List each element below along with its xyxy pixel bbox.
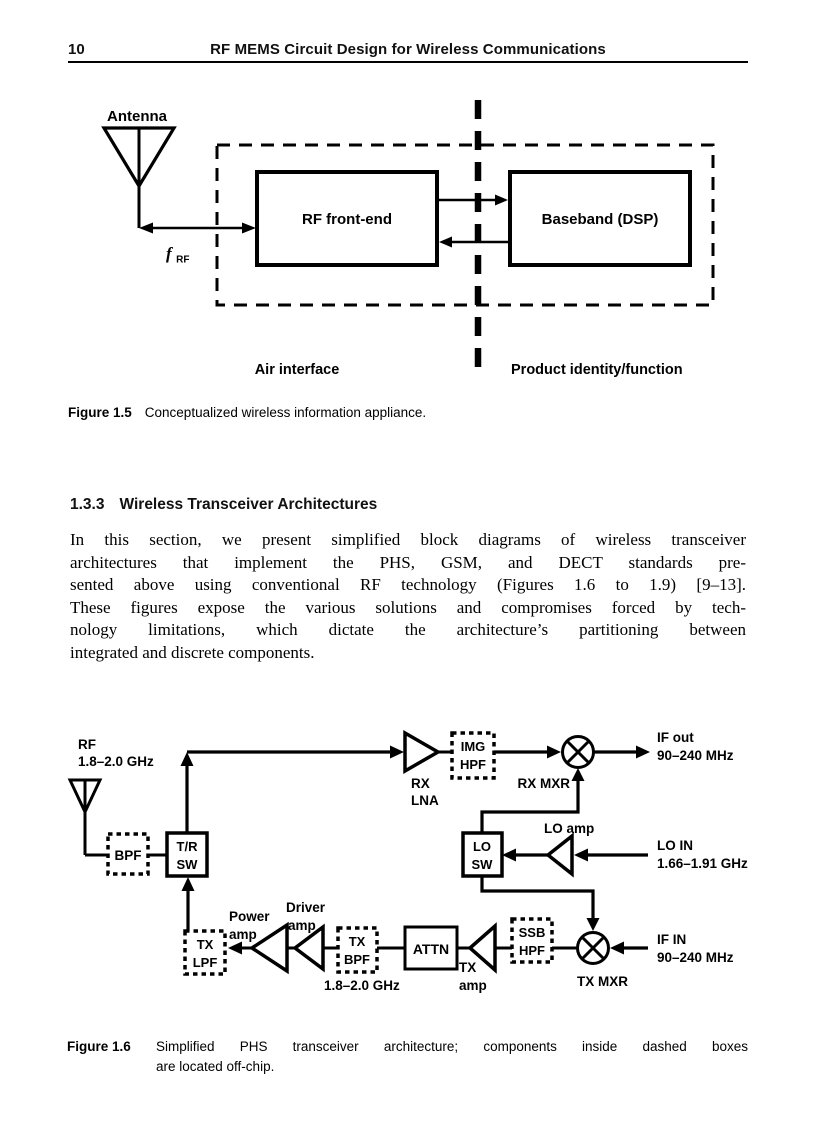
if-out-freq: 90–240 MHz (657, 748, 734, 763)
antenna-icon: Antenna (101, 108, 177, 228)
lo-switch-block: LO SW (461, 831, 504, 878)
appliance-dashed-box (215, 143, 715, 307)
ssb-hpf-label-2: HPF (519, 943, 545, 958)
loamp-losw-arrow (502, 848, 548, 862)
antenna-rf-arrow (139, 222, 256, 234)
driver-amplifier: Driver amp (286, 900, 326, 973)
section-number: 1.3.3 (70, 496, 105, 513)
caption-line: Simplified PHS transceiver architecture;… (156, 1039, 748, 1054)
attn-block: ATTN (403, 925, 459, 971)
lo-in-label: LO IN (657, 838, 693, 853)
if-out-arrow (594, 745, 650, 759)
tx-mxr-label: TX MXR (577, 974, 628, 989)
tx-bpf-block: TX BPF (336, 926, 379, 974)
lo-in-arrow (574, 848, 648, 862)
lo-in-freq: 1.66–1.91 GHz (657, 856, 748, 871)
imghpf-rxmxr-arrow (494, 745, 561, 759)
body-paragraph: In this section, we present simplified b… (70, 529, 746, 664)
paragraph-line: integrated and discrete components. (70, 642, 315, 662)
f-rf-label: f RF (166, 244, 189, 266)
driver-amp-label-1: Driver (286, 900, 326, 915)
figure-1-6-caption-text: Simplified PHS transceiver architecture;… (156, 1037, 748, 1077)
rx-mxr-label: RX MXR (517, 776, 570, 791)
tx-bpf-label-1: TX (349, 934, 366, 949)
rf-front-end-label: RF front-end (302, 211, 392, 228)
tx-amp-label-1: TX (459, 960, 476, 975)
attn-label: ATTN (413, 941, 449, 957)
rx-mixer-icon (561, 735, 595, 769)
tx-lpf-label-1: TX (197, 937, 214, 952)
bpf-block: BPF (106, 832, 150, 876)
baseband-block: Baseband (DSP) (508, 170, 692, 267)
rx-lna-amplifier: RX LNA (403, 729, 442, 808)
figure-1-5-caption: Figure 1.5 Conceptualized wireless inform… (68, 403, 426, 423)
figure-1-5-caption-text: Conceptualized wireless information appl… (144, 405, 427, 420)
tx-lpf-block: TX LPF (183, 929, 227, 976)
img-hpf-label-1: IMG (461, 739, 486, 754)
page-number: 10 (68, 41, 85, 58)
tx-lpf-label-2: LPF (193, 955, 218, 970)
section-title: Wireless Transceiver Architectures (119, 496, 378, 513)
paragraph-line: sented above using conventional RF techn… (70, 575, 746, 594)
bpf-label: BPF (115, 848, 142, 863)
tx-mixer-icon (576, 931, 610, 965)
product-identity-label: Product identity/function (511, 362, 683, 378)
lo-sw-label-1: LO (473, 839, 491, 854)
header-rule (68, 61, 748, 63)
rf-port-freq: 1.8–2.0 GHz (78, 754, 154, 769)
figure-1-5-caption-label: Figure 1.5 (68, 405, 132, 420)
section-heading: 1.3.3 Wireless Transceiver Architectures (70, 496, 377, 514)
figure-1-6-caption-label: Figure 1.6 (67, 1039, 131, 1054)
if-in-label: IF IN (657, 932, 686, 947)
paragraph-line: architectures that implement the PHS, GS… (70, 552, 746, 572)
tr-sw-label-2: SW (177, 857, 199, 872)
caption-line: are located off-chip. (156, 1059, 275, 1074)
img-hpf-label-2: HPF (460, 757, 486, 772)
power-amplifier: Power amp (229, 909, 289, 975)
antenna-icon (67, 778, 108, 857)
figure-1-6-caption: Figure 1.6 Simplified PHS transceiver ar… (67, 1037, 748, 1077)
paragraph-line: In this section, we present simplified b… (70, 530, 746, 549)
if-out-label: IF out (657, 730, 694, 745)
tr-sw-label-1: T/R (177, 839, 199, 854)
baseband-label: Baseband (DSP) (542, 211, 659, 228)
antenna-label: Antenna (107, 108, 168, 125)
baseband-to-rf-arrow (439, 236, 510, 248)
img-hpf-block: IMG HPF (450, 731, 496, 780)
power-amp-label-1: Power (229, 909, 270, 924)
rf-to-baseband-arrow (437, 194, 508, 206)
if-in-freq: 90–240 MHz (657, 950, 734, 965)
air-interface-label: Air interface (255, 362, 340, 378)
rx-path-arrow (180, 745, 404, 833)
figure-1-6-diagram: RF 1.8–2.0 GHz BPF T/R SW (67, 729, 748, 993)
power-amp-label-2: amp (229, 927, 257, 942)
rx-lna-label-2: LNA (411, 793, 439, 808)
ssb-hpf-label-1: SSB (519, 925, 546, 940)
lo-amplifier (545, 832, 574, 878)
paragraph-line: nology limitations, which dictate the ar… (70, 620, 746, 639)
rf-front-end-block: RF front-end (255, 170, 439, 267)
losw-rxmxr-arrow (480, 768, 585, 833)
poweramp-txlpf-arrow (228, 941, 252, 955)
tr-switch-block: T/R SW (165, 831, 209, 878)
txlpf-trsw-arrow (181, 877, 195, 931)
ssb-hpf-block: SSB HPF (510, 917, 554, 964)
lo-sw-label-2: SW (472, 857, 494, 872)
tx-amplifier: TX amp (459, 922, 497, 993)
losw-txmxr-arrow (480, 876, 600, 931)
rf-port-label: RF (78, 737, 96, 752)
if-in-arrow (610, 941, 648, 955)
lo-amp-label: LO amp (544, 821, 594, 836)
tx-bpf-freq: 1.8–2.0 GHz (324, 978, 400, 993)
rx-lna-label-1: RX (411, 776, 430, 791)
tx-bpf-label-2: BPF (344, 952, 370, 967)
tx-amp-label-2: amp (459, 978, 487, 993)
driver-amp-label-2: amp (288, 918, 316, 933)
figure-1-5-diagram: Antenna f RF RF front-end Baseband (DSP) (101, 100, 715, 379)
running-title: RF MEMS Circuit Design for Wireless Comm… (210, 41, 606, 58)
paragraph-line: These figures expose the various solutio… (70, 597, 746, 617)
